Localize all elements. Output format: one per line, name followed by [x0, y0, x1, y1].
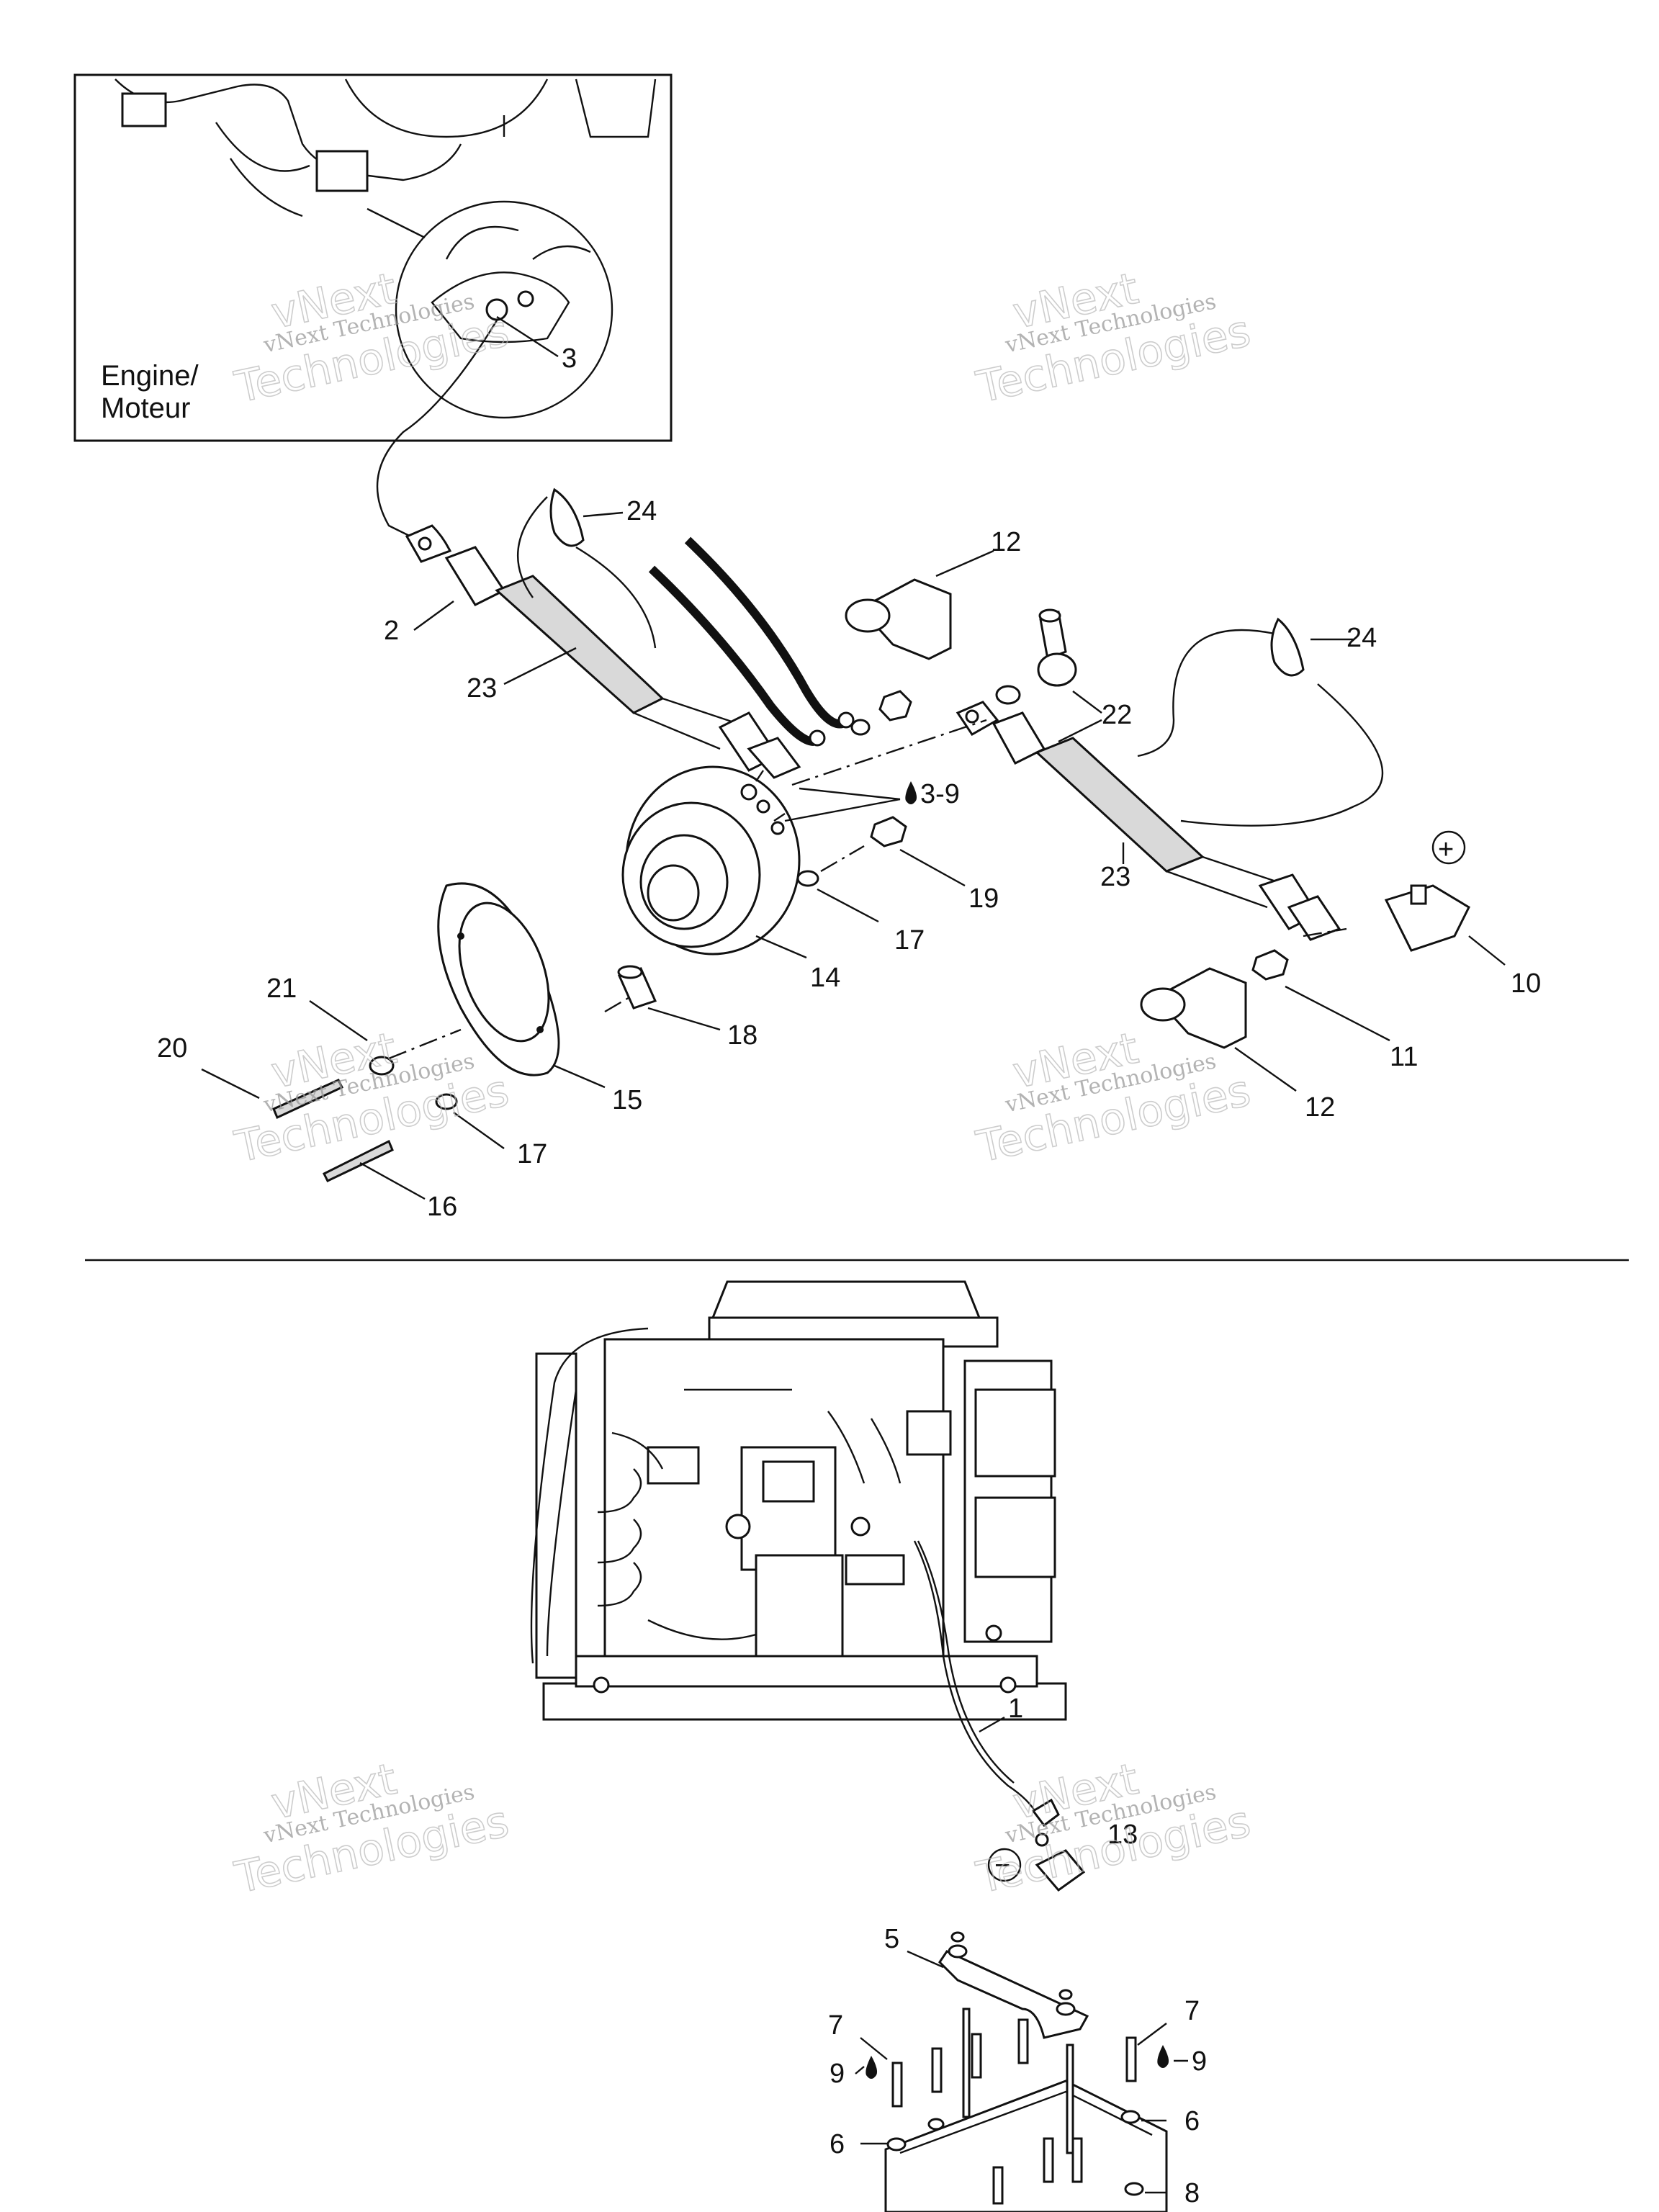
callout-23-right: 23	[1100, 862, 1130, 892]
callout-14: 14	[810, 963, 840, 993]
callout-16: 16	[427, 1192, 457, 1222]
tie-wrap-right	[1137, 629, 1275, 757]
callout-24-left: 24	[626, 496, 657, 526]
callout-6-left: 6	[830, 2129, 845, 2159]
terminal-cover-bottom	[1140, 967, 1247, 1049]
callout-12-bottom: 12	[1305, 1092, 1335, 1123]
callout-15: 15	[612, 1085, 642, 1115]
callout-6-right: 6	[1184, 2106, 1200, 2136]
callout-11: 11	[1390, 1042, 1418, 1072]
mounting-plate-15	[437, 882, 560, 1076]
battery-cable-positive	[956, 701, 1341, 941]
adhesive-drop-icon-left	[866, 2056, 878, 2079]
callout-10: 10	[1511, 968, 1541, 999]
callout-20: 20	[157, 1033, 187, 1064]
terminal-cover-top	[845, 578, 952, 660]
ground-wire-1	[913, 1540, 1038, 1815]
battery-tray	[884, 1931, 1168, 2212]
black-wire-1	[684, 536, 844, 729]
engine-assembly	[530, 1280, 1067, 1721]
callout-17-bottom: 17	[517, 1139, 547, 1169]
callout-9-right: 9	[1192, 2046, 1207, 2077]
positive-symbol: +	[1438, 835, 1454, 865]
negative-symbol: −	[994, 1851, 1010, 1881]
callout-7-left: 7	[828, 2010, 843, 2041]
callout-8: 8	[1184, 2178, 1200, 2208]
callout-21: 21	[266, 974, 297, 1004]
callout-13: 13	[1107, 1820, 1138, 1850]
battery-cable-negative	[405, 524, 801, 779]
callout-19: 19	[968, 884, 999, 914]
callout-5: 5	[884, 1924, 899, 1954]
callout-3-9: 3-9	[920, 779, 960, 809]
watermark-6: vNext vNext Technologies Technologies	[971, 1753, 1255, 1904]
watermark-5: vNext vNext Technologies Technologies	[230, 1753, 513, 1904]
fitting-22	[995, 608, 1077, 705]
tie-wrap-left	[516, 496, 548, 598]
callout-1: 1	[1008, 1694, 1023, 1724]
battery-clamp-10: +	[1384, 830, 1470, 952]
callout-23-left: 23	[467, 673, 497, 703]
watermark-3: vNext vNext Technologies Technologies	[230, 1022, 513, 1173]
watermark-2: vNext vNext Technologies Technologies	[971, 263, 1255, 413]
callout-17-top: 17	[894, 925, 925, 956]
adhesive-drop-icon	[905, 781, 917, 804]
adhesive-drop-icon-right	[1157, 2045, 1169, 2068]
callout-2: 2	[384, 616, 399, 646]
ground-wire	[376, 320, 498, 543]
callout-3: 3	[562, 343, 577, 374]
callout-7-right: 7	[1184, 1996, 1200, 2026]
callout-24-right: 24	[1346, 623, 1377, 653]
callout-18: 18	[727, 1020, 757, 1051]
terminal-13: −	[987, 1798, 1086, 1892]
inset-label-line1: Engine/	[101, 360, 199, 392]
callout-22: 22	[1102, 700, 1132, 730]
callout-12-top: 12	[991, 527, 1021, 557]
callout-9-left: 9	[830, 2059, 845, 2089]
inset-label-line2: Moteur	[101, 392, 191, 424]
black-wire-2	[648, 565, 814, 746]
solenoid-14	[621, 765, 801, 956]
engine-inset: Engine/ Moteur 3	[73, 73, 673, 442]
